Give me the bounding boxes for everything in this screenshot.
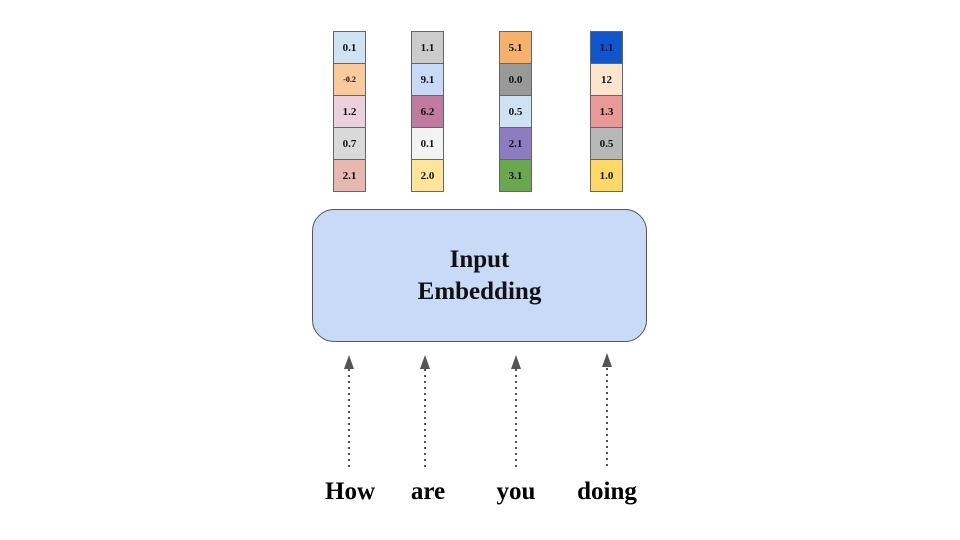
input-word-how: How bbox=[325, 478, 375, 505]
vector-cell: 6.2 bbox=[411, 95, 444, 128]
input-word-doing: doing bbox=[577, 478, 637, 505]
vector-cell: 3.1 bbox=[499, 159, 532, 192]
vector-cell: 2.1 bbox=[333, 159, 366, 192]
vector-cell: 1.0 bbox=[590, 159, 623, 192]
input-word-are: are bbox=[410, 478, 446, 505]
embedding-vector-are: 1.1 9.1 6.2 0.1 2.0 bbox=[411, 31, 444, 192]
embedding-vector-doing: 1.1 12 1.3 0.5 1.0 bbox=[590, 31, 623, 192]
vector-cell: 1.1 bbox=[590, 31, 623, 64]
vector-cell: 2.0 bbox=[411, 159, 444, 192]
vector-cell: 0.0 bbox=[499, 63, 532, 96]
vector-cell: 0.1 bbox=[333, 31, 366, 64]
vector-cell: 12 bbox=[590, 63, 623, 96]
arrow-are bbox=[420, 355, 430, 467]
vector-cell: 1.2 bbox=[333, 95, 366, 128]
input-embedding-box: Input Embedding bbox=[312, 209, 647, 342]
arrow-how bbox=[344, 355, 354, 467]
embedding-box-title-line2: Embedding bbox=[417, 277, 542, 305]
vector-cell: 0.5 bbox=[590, 127, 623, 160]
vector-cell: 9.1 bbox=[411, 63, 444, 96]
embedding-vector-you: 5.1 0.0 0.5 2.1 3.1 bbox=[499, 31, 532, 192]
vector-cell: 5.1 bbox=[499, 31, 532, 64]
arrow-doing bbox=[602, 353, 612, 466]
input-word-you: you bbox=[496, 478, 536, 505]
embedding-box-title-line1: Input bbox=[449, 245, 510, 273]
vector-cell: 2.1 bbox=[499, 127, 532, 160]
vector-cell: 0.7 bbox=[333, 127, 366, 160]
arrow-you bbox=[511, 355, 521, 467]
embedding-vector-how: 0.1 -0.2 1.2 0.7 2.1 bbox=[333, 31, 366, 192]
